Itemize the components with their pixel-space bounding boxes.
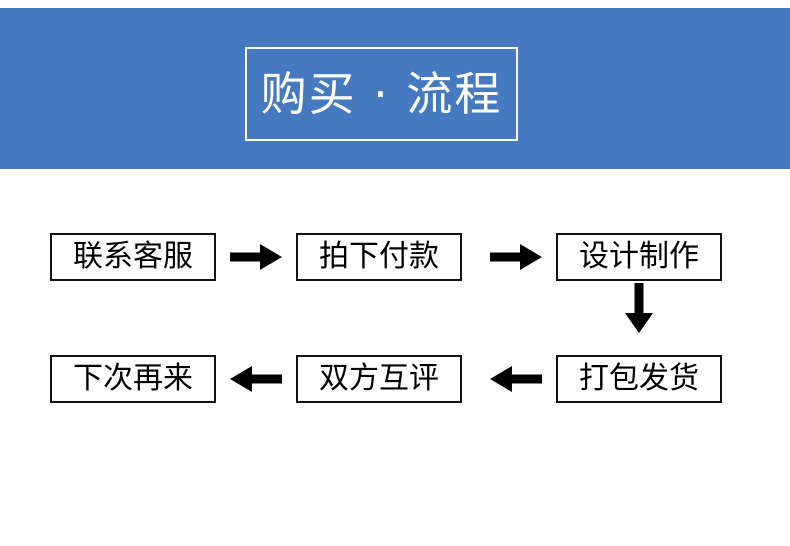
arrow-right-icon — [226, 233, 286, 281]
flow-step-label: 拍下付款 — [319, 239, 439, 274]
flow-step-label: 联系客服 — [73, 239, 193, 274]
arrow-right-icon — [486, 233, 546, 281]
purchase-flow-diagram: 联系客服 拍下付款 设计制作 下次再来 — [0, 169, 790, 546]
arrow-down-icon — [556, 281, 722, 335]
flow-step-come-again[interactable]: 下次再来 — [50, 355, 216, 403]
flow-step-contact-support[interactable]: 联系客服 — [50, 233, 216, 281]
arrow-left-icon — [226, 355, 286, 403]
flow-step-label: 双方互评 — [319, 361, 439, 396]
flow-step-mutual-review[interactable]: 双方互评 — [296, 355, 462, 403]
flow-row-top: 联系客服 拍下付款 设计制作 — [0, 233, 790, 281]
flow-step-label: 设计制作 — [579, 239, 699, 274]
page-title-box: 购买 · 流程 — [245, 47, 518, 141]
arrow-left-icon — [486, 355, 546, 403]
flow-step-place-order-pay[interactable]: 拍下付款 — [296, 233, 462, 281]
flow-row-bottom: 下次再来 双方互评 打包发货 — [0, 355, 790, 403]
header-banner: 购买 · 流程 — [0, 8, 790, 169]
page-title: 购买 · 流程 — [260, 67, 503, 121]
flow-step-pack-and-ship[interactable]: 打包发货 — [556, 355, 722, 403]
flow-step-label: 下次再来 — [73, 361, 193, 396]
flow-step-label: 打包发货 — [579, 361, 699, 396]
flow-step-design-production[interactable]: 设计制作 — [556, 233, 722, 281]
